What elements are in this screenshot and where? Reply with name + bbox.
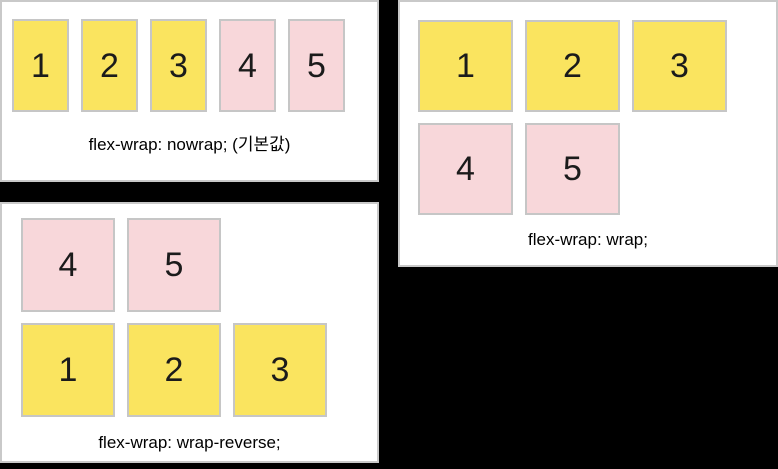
flex-row: 4 5 xyxy=(21,218,377,312)
flex-item-5: 5 xyxy=(288,19,345,112)
flex-row: 1 2 3 xyxy=(418,20,776,112)
panel-flex-wrap-wrap: 1 2 3 4 5 flex-wrap: wrap; xyxy=(398,0,778,267)
flex-item-1: 1 xyxy=(21,323,115,417)
flex-item-3: 3 xyxy=(632,20,727,112)
panel-caption-wrap: flex-wrap: wrap; xyxy=(528,230,648,249)
flex-row: 1 2 3 xyxy=(21,323,377,417)
flex-container-wrap: 1 2 3 4 5 xyxy=(418,20,776,215)
flex-item-2: 2 xyxy=(81,19,138,112)
flex-item-3: 3 xyxy=(150,19,207,112)
panel-caption-wrap-reverse: flex-wrap: wrap-reverse; xyxy=(98,433,281,452)
flex-item-1: 1 xyxy=(418,20,513,112)
flex-item-1: 1 xyxy=(12,19,69,112)
panel-caption-nowrap: flex-wrap: nowrap; (기본값) xyxy=(88,135,291,154)
panel-flex-wrap-wrap-reverse: 4 5 1 2 3 flex-wrap: wrap-reverse; xyxy=(0,202,379,463)
flex-item-2: 2 xyxy=(525,20,620,112)
flex-row: 4 5 xyxy=(418,123,776,215)
flex-item-4: 4 xyxy=(219,19,276,112)
flex-item-3: 3 xyxy=(233,323,327,417)
flex-container-nowrap: 1 2 3 4 5 xyxy=(12,19,377,112)
flex-item-2: 2 xyxy=(127,323,221,417)
flex-item-4: 4 xyxy=(21,218,115,312)
flex-item-4: 4 xyxy=(418,123,513,215)
flex-row: 1 2 3 4 5 xyxy=(12,19,377,112)
flex-item-5: 5 xyxy=(127,218,221,312)
flex-item-5: 5 xyxy=(525,123,620,215)
panel-flex-wrap-nowrap: 1 2 3 4 5 flex-wrap: nowrap; (기본값) xyxy=(0,0,379,182)
flex-container-wrap-reverse: 4 5 1 2 3 xyxy=(21,218,377,417)
